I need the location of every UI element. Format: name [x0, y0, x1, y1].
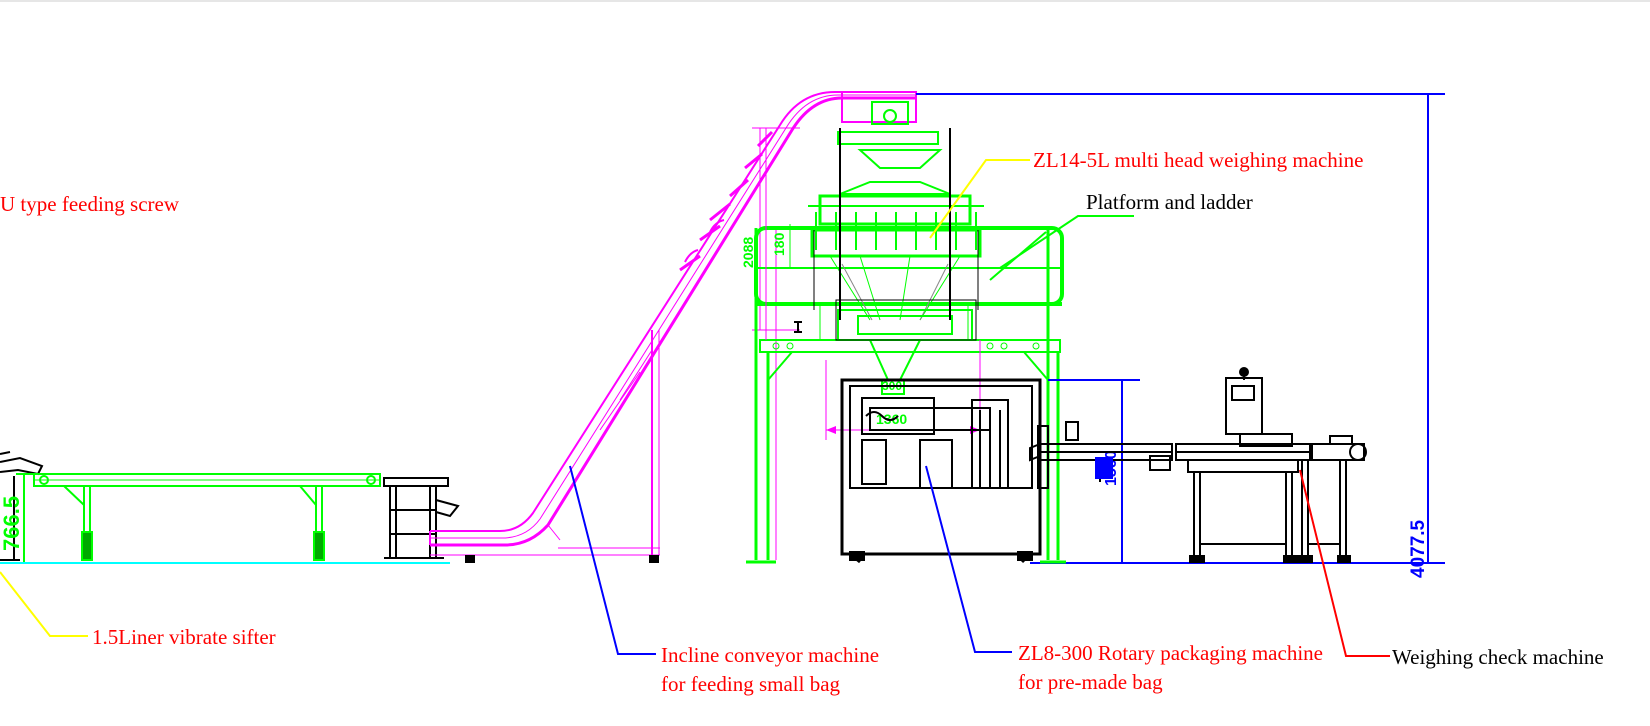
feeding-screw-end [0, 451, 44, 561]
label-platform-and-ladder: Platform and ladder [1086, 190, 1253, 214]
label-rotary-packer-line2: for pre-made bag [1018, 670, 1163, 694]
output-conveyor [1029, 421, 1173, 482]
sifter-conveyor [33, 473, 381, 561]
label-multi-head-weigher: ZL14-5L multi head weighing machine [1033, 148, 1363, 172]
dim-180-text: 180 [771, 232, 787, 256]
leader-checkweigher [1299, 469, 1390, 657]
dim-platform: 2088 180 [740, 128, 802, 340]
leader-platform [999, 215, 1134, 269]
leader-rotary [925, 465, 1012, 653]
checkweigher [1175, 367, 1367, 563]
label-vibrate-sifter: 1.5Liner vibrate sifter [92, 625, 276, 649]
label-u-type-feeding-screw: U type feeding screw [0, 192, 180, 216]
label-incline-conveyor-line2: for feeding small bag [661, 672, 841, 696]
dim-4077-5: 4077.5 [916, 93, 1445, 578]
leader-weigher [929, 159, 1030, 239]
incline-conveyor [429, 91, 917, 560]
dim-2088-text: 2088 [740, 237, 756, 268]
leader-lines [0, 159, 1390, 657]
label-incline-conveyor-line1: Incline conveyor machine [661, 643, 879, 667]
weigher-frame [813, 128, 979, 341]
dim-1560: 1560 [1048, 379, 1140, 562]
leader-sifter [0, 571, 88, 637]
label-rotary-packer-line1: ZL8-300 Rotary packaging machine [1018, 641, 1323, 665]
platform [746, 226, 1066, 564]
leader-incline [569, 465, 656, 655]
label-weighing-check-machine: Weighing check machine [1392, 645, 1604, 669]
incline-conveyor-feet [465, 555, 659, 563]
dim-766-5: 766.5 [0, 473, 40, 562]
rotary-packer [840, 378, 1049, 564]
dim-4077-5-text: 4077.5 [1408, 519, 1429, 578]
multihead-weigher [808, 101, 984, 395]
dim-766-5-text: 766.5 [0, 496, 24, 551]
